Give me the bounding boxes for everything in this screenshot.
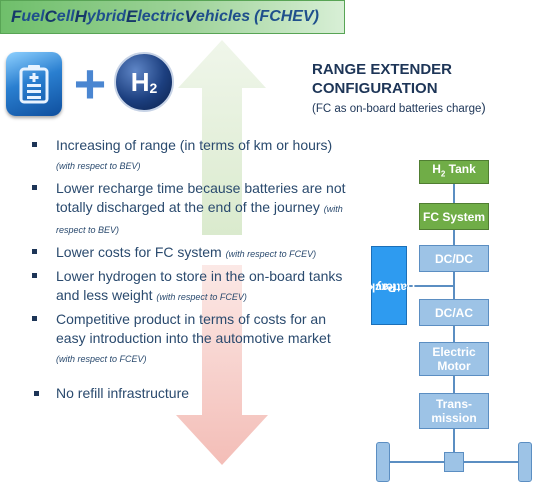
dcdc-block: DC/DC (419, 245, 489, 272)
transmission-label-line-1: Trans- (435, 397, 472, 411)
bullet-square-icon (32, 249, 37, 254)
dcac-label: DC/AC (435, 305, 473, 320)
title-text-cell: ell (56, 8, 75, 25)
transmission-label: Trans- mission (431, 397, 476, 425)
bullet-text: Competitive product in terms of costs fo… (56, 311, 331, 346)
heading-line-1: RANGE EXTENDER (312, 61, 453, 78)
battery-pack-label: Battery Pack (369, 266, 415, 306)
battery-icon (6, 52, 62, 116)
up-arrow-shape (178, 40, 266, 235)
electric-motor-label: Electric Motor (432, 345, 475, 373)
fc-system-block: FC System (419, 203, 489, 230)
title-initial-e: E (126, 7, 138, 26)
dcdc-label: DC/DC (435, 251, 473, 266)
title-initial-c: C (44, 7, 57, 26)
bullet-square-icon (32, 316, 37, 321)
bullet-text: Lower costs for FC system (56, 244, 226, 260)
list-item: Lower hydrogen to store in the on-board … (30, 267, 350, 307)
configuration-subtitle: (FC as on-board batteries charge) (312, 100, 544, 115)
bullet-square-icon (32, 185, 37, 190)
disadvantage-text: No refill infrastructure (56, 385, 190, 401)
bullet-square-icon (34, 391, 39, 396)
plus-icon: + (73, 52, 107, 115)
electric-motor-block: Electric Motor (419, 342, 489, 376)
bullet-text: Increasing of range (in terms of km or h… (56, 137, 333, 153)
subtitle-main: (FC as on-board batteries charge (312, 103, 482, 115)
configuration-heading: RANGE EXTENDER CONFIGURATION (312, 60, 537, 98)
wheel-left (376, 442, 390, 482)
title-initial-f: F (11, 7, 22, 26)
motor-label-line-1: Electric (432, 345, 476, 359)
title-initial-v: V (184, 7, 196, 26)
title-initial-h: H (74, 7, 87, 26)
connector-fc-dcdc (453, 230, 455, 245)
disadvantage-item: No refill infrastructure (30, 385, 330, 401)
title-text-fuel: uel (21, 8, 45, 25)
bullet-square-icon (32, 142, 37, 147)
title-text-hybrid: ybrid (86, 8, 126, 25)
connector-trans-axle (453, 429, 455, 452)
connector-motor-trans (453, 376, 455, 393)
list-item: Lower recharge time because batteries ar… (30, 179, 350, 240)
subtitle-close-paren: ) (481, 100, 486, 115)
motor-label-line-2: Motor (437, 359, 471, 373)
bullet-note: (with respect to FCEV) (225, 249, 317, 259)
bullet-note: (with respect to BEV) (56, 204, 343, 235)
h2-tank-h: H (432, 162, 441, 177)
connector-dcac-motor (453, 326, 455, 342)
list-item: Competitive product in terms of costs fo… (30, 310, 350, 369)
title-abbreviation: (FCHEV) (254, 8, 319, 25)
transmission-label-line-2: mission (431, 411, 477, 425)
connector-battery-bus (407, 285, 453, 287)
list-item: Increasing of range (in terms of km or h… (30, 136, 350, 176)
advantages-list: Increasing of range (in terms of km or h… (30, 136, 350, 369)
connector-tank-fc (453, 184, 455, 203)
battery-pack-block: Battery Pack (369, 246, 415, 325)
bullet-square-icon (32, 273, 37, 278)
h2-tank-label: H2 Tank (432, 162, 476, 181)
bullet-note: (with respect to FCEV) (56, 354, 147, 364)
connector-dcdc-dcac (453, 272, 455, 299)
list-item: Lower costs for FC system (with respect … (30, 243, 350, 264)
h2-tank-sub: 2 (440, 169, 446, 179)
title-text-electric: lectric (137, 8, 185, 25)
transmission-block: Trans- mission (419, 393, 489, 429)
bullet-text: Lower hydrogen to store in the on-board … (56, 268, 343, 303)
dcac-block: DC/AC (419, 299, 489, 326)
hydrogen-icon-subscript: 2 (149, 80, 158, 96)
heading-line-2: CONFIGURATION (312, 80, 438, 97)
h2-tank-block: H2 Tank (419, 160, 489, 184)
differential-hub (444, 452, 464, 472)
battery-glyph-icon (19, 65, 49, 104)
title-text-vehicles: ehicles (195, 8, 251, 25)
bullet-note: (with respect to BEV) (56, 161, 141, 171)
hydrogen-icon-label: H (130, 66, 150, 97)
fc-system-label: FC System (422, 209, 486, 224)
battery-pack-label-line-2: Pack (369, 280, 396, 292)
down-arrow-shape (176, 265, 268, 465)
h2-tank-rest: Tank (445, 162, 476, 177)
bullet-text: Lower recharge time because batteries ar… (56, 180, 346, 215)
bullet-note: (with respect to FCEV) (156, 292, 247, 302)
wheel-right (518, 442, 532, 482)
